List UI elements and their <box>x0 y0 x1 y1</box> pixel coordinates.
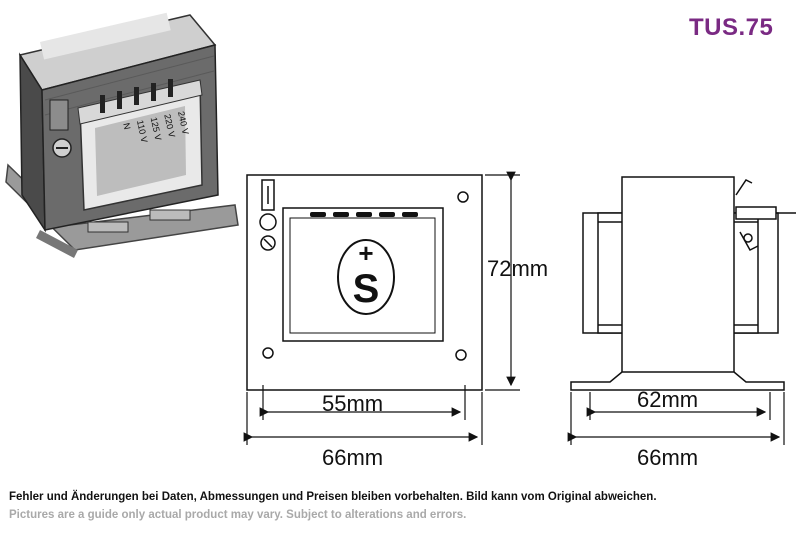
disclaimer-german: Fehler und Änderungen bei Daten, Abmessu… <box>9 491 657 503</box>
front-hole-bottom-right <box>455 349 467 361</box>
front-hole-spacing-dimension <box>259 385 466 420</box>
disclaimer-english: Pictures are a guide only actual product… <box>9 509 467 521</box>
front-width-dimension <box>243 392 483 445</box>
model-code: TUS.75 <box>689 14 774 41</box>
technical-drawing: + S 72mm 55mm 66mm <box>243 171 796 470</box>
core-width-label: 62mm <box>637 387 698 412</box>
front-hole-top-right <box>457 191 469 203</box>
front-width-label: 66mm <box>322 445 383 470</box>
side-core <box>621 176 735 378</box>
side-terminal-lug <box>735 179 796 251</box>
side-base-bracket <box>570 371 785 391</box>
hole-spacing-label: 55mm <box>322 391 383 416</box>
lug-screw <box>259 213 277 231</box>
safety-logo-letter: S <box>353 267 380 311</box>
core-label-sticker <box>40 12 171 60</box>
winding-label-220v: 220 V <box>162 113 177 138</box>
product-photo: 240 V 220 V 125 V 110 V N <box>5 12 239 258</box>
safety-logo-plus: + <box>358 238 373 268</box>
side-core-width-dimension <box>586 392 771 420</box>
side-view <box>570 176 796 391</box>
winding-label-n: N <box>121 122 132 130</box>
winding-label-240v: 240 V <box>176 110 191 135</box>
side-base-width-dimension <box>567 392 785 445</box>
solder-terminals <box>100 79 173 113</box>
front-core-window-outer <box>282 207 444 342</box>
safety-logo <box>337 239 395 315</box>
height-label: 72mm <box>487 256 548 281</box>
front-core-window-inner <box>289 217 436 334</box>
front-height-dimension <box>485 171 520 391</box>
front-hole-bottom-left <box>262 347 274 359</box>
base-width-label: 66mm <box>637 445 698 470</box>
front-terminal-slots <box>310 212 418 217</box>
winding-label-125v: 125 V <box>149 116 164 141</box>
front-view <box>246 174 483 391</box>
winding-label-110v: 110 V <box>135 119 150 143</box>
